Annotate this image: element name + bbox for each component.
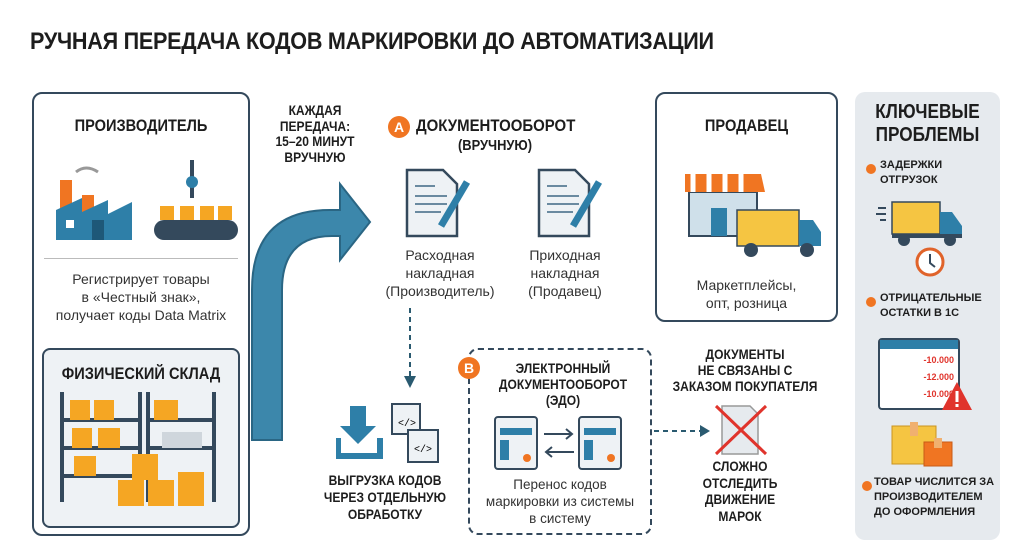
store-truck-icon <box>685 174 821 257</box>
export-label: ВЫГРУЗКА КОДОВ ЧЕРЕЗ ОТДЕЛЬНУЮ ОБРАБОТКУ <box>321 472 450 523</box>
title-line: КЛЮЧЕВЫЕ <box>875 101 980 123</box>
problem-line: ОТГРУЗОК <box>880 174 938 186</box>
balance-value: -12.000 <box>923 372 954 382</box>
delayed-truck-icon <box>876 201 962 277</box>
window-titlebar <box>880 340 958 349</box>
label-line: ЧЕРЕЗ ОТДЕЛЬНУЮ <box>323 489 447 505</box>
label-line: ВЫГРУЗКА КОДОВ <box>328 472 442 488</box>
seller-title: ПРОДАВЕЦ <box>704 116 789 135</box>
problem-item: ТОВАР ЧИСЛИТСЯ ЗА ПРОИЗВОДИТЕЛЕМ ДО ОФОР… <box>874 475 994 520</box>
problem-line: ДО ОФОРМЛЕНИЯ <box>874 506 976 518</box>
section-a-title: ДОКУМЕНТООБОРОТ <box>416 116 576 135</box>
note-line: 15–20 МИНУТ <box>275 133 355 149</box>
doc-label-incoming: Приходная накладная (Продавец) <box>505 246 625 300</box>
warehouse-shelves-icon <box>60 392 216 506</box>
label-line: накладная <box>530 265 600 281</box>
title-line: ДОКУМЕНТООБОРОТ <box>498 376 628 392</box>
desc-line: в систему <box>529 511 591 526</box>
warehouse-title: ФИЗИЧЕСКИЙ СКЛАД <box>61 364 221 383</box>
seller-description: Маркетплейсы, опт, розница <box>655 276 838 312</box>
badge-b: B <box>458 357 480 379</box>
result-line: ОТСЛЕДИТЬ <box>702 474 778 491</box>
factory-icon <box>56 160 238 240</box>
title-line: ДОКУМЕНТЫ <box>705 346 785 362</box>
note-line: КАЖДАЯ <box>288 102 342 118</box>
download-code-icon: </> </> <box>336 403 439 463</box>
crossed-document-icon <box>714 404 768 456</box>
result-line: МАРОК <box>718 507 762 524</box>
balances-list: -10.000 -12.000 -10.000 <box>880 349 958 403</box>
title-line: НЕ СВЯЗАНЫ С <box>697 362 793 378</box>
note-line: ПЕРЕДАЧА: <box>279 117 351 134</box>
note-line: ВРУЧНУЮ <box>284 148 346 165</box>
balance-value: -10.000 <box>923 355 954 365</box>
edo-panel <box>468 348 652 535</box>
desc-line: маркировки из системы <box>485 494 635 509</box>
label-line: Приходная <box>529 247 601 263</box>
section-b-title: ЭЛЕКТРОННЫЙ ДОКУМЕНТООБОРОТ (ЭДО) <box>490 360 636 408</box>
document-pen-icon <box>537 168 603 238</box>
boxes-icon <box>891 422 953 467</box>
doc-label-outgoing: Расходная накладная (Производитель) <box>370 246 510 300</box>
dotted-arrow-right-icon <box>654 425 710 437</box>
svg-text:</>: </> <box>414 444 432 456</box>
problem-line: ОСТАТКИ В 1С <box>880 307 960 319</box>
unlinked-title: ДОКУМЕНТЫ НЕ СВЯЗАНЫ С ЗАКАЗОМ ПОКУПАТЕЛ… <box>663 346 826 394</box>
page-title: РУЧНАЯ ПЕРЕДАЧА КОДОВ МАРКИРОВКИ ДО АВТО… <box>30 28 714 55</box>
badge-a: A <box>388 116 410 138</box>
label-line: ОБРАБОТКУ <box>347 506 423 522</box>
bullet-icon <box>862 481 872 491</box>
document-pen-icon <box>405 168 471 238</box>
desc-line: опт, розница <box>705 295 788 311</box>
flow-arrow-icon <box>251 181 372 441</box>
problem-line: ТОВАР ЧИСЛИТСЯ ЗА <box>874 476 995 488</box>
transfer-note: КАЖДАЯ ПЕРЕДАЧА: 15–20 МИНУТ ВРУЧНУЮ <box>266 102 364 165</box>
title-line: (ЭДО) <box>545 392 581 408</box>
balances-window: -10.000 -12.000 -10.000 <box>878 338 960 410</box>
producer-description: Регистрирует товары в «Честный знак», по… <box>32 270 250 324</box>
title-line: ЗАКАЗОМ ПОКУПАТЕЛЯ <box>672 378 818 394</box>
title-line: ЭЛЕКТРОННЫЙ <box>515 360 611 376</box>
divider <box>44 258 238 259</box>
producer-title: ПРОИЗВОДИТЕЛЬ <box>74 116 208 135</box>
bullet-icon <box>866 164 876 174</box>
desc-line: в «Честный знак», <box>81 289 201 305</box>
edo-description: Перенос кодов маркировки из системы в си… <box>468 476 652 527</box>
unlinked-result: СЛОЖНО ОТСЛЕДИТЬ ДВИЖЕНИЕ МАРОК <box>688 458 791 524</box>
section-a-subtitle: (ВРУЧНУЮ) <box>457 137 533 154</box>
desc-line: Регистрирует товары <box>72 271 210 287</box>
system-exchange-icon <box>494 416 622 470</box>
label-line: Расходная <box>405 247 475 263</box>
desc-line: Маркетплейсы, <box>696 277 797 293</box>
label-line: (Продавец) <box>528 283 602 299</box>
bullet-icon <box>866 297 876 307</box>
label-line: (Производитель) <box>385 283 495 299</box>
problems-title: КЛЮЧЕВЫЕ ПРОБЛЕМЫ <box>865 101 990 147</box>
desc-line: Перенос кодов <box>513 477 607 492</box>
result-line: СЛОЖНО <box>712 458 768 474</box>
svg-text:</>: </> <box>398 418 416 430</box>
title-line: ПРОБЛЕМЫ <box>875 124 980 146</box>
problem-line: ПРОИЗВОДИТЕЛЕМ <box>874 491 983 503</box>
warning-icon <box>942 382 972 410</box>
result-line: ДВИЖЕНИЕ <box>704 491 776 507</box>
desc-line: получает коды Data Matrix <box>55 307 227 323</box>
dotted-arrow-down-icon <box>404 308 416 388</box>
label-line: накладная <box>405 265 475 281</box>
problem-item: ЗАДЕРЖКИ ОТГРУЗОК <box>880 158 942 188</box>
balance-value: -10.000 <box>923 389 954 399</box>
problem-line: ЗАДЕРЖКИ <box>880 159 943 171</box>
problem-line: ОТРИЦАТЕЛЬНЫЕ <box>880 292 982 304</box>
problem-item: ОТРИЦАТЕЛЬНЫЕ ОСТАТКИ В 1С <box>880 291 982 321</box>
